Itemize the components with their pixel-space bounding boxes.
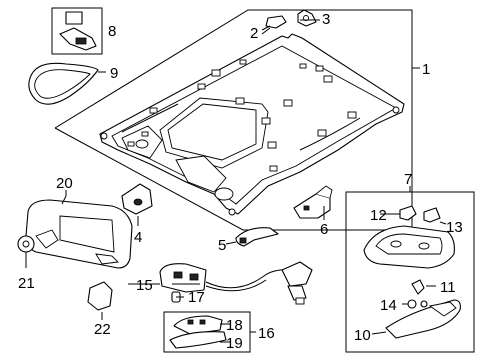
- part-22-cover: [87, 281, 113, 320]
- callout-20: 20: [56, 175, 73, 192]
- callout-7: 7: [404, 171, 412, 188]
- callout-11: 11: [440, 279, 456, 296]
- headliner-panel: [99, 33, 405, 216]
- callout-18: 18: [226, 317, 243, 334]
- callout-13: 13: [446, 219, 463, 236]
- callout-3: 3: [322, 11, 330, 28]
- callout-10: 10: [354, 327, 371, 344]
- callout-1: 1: [422, 61, 430, 78]
- callout-15: 15: [136, 277, 153, 294]
- headliner-boundary: [54, 9, 420, 231]
- callout-22: 22: [94, 321, 111, 338]
- part-6-bracket: [293, 185, 333, 220]
- part-9-seal: [28, 62, 106, 105]
- callout-21: 21: [18, 275, 35, 292]
- callout-17: 17: [188, 289, 205, 306]
- callout-4: 4: [134, 229, 142, 246]
- part-3-clip: [297, 9, 317, 27]
- part-20-sunvisor: [25, 195, 133, 269]
- part-5-grab-handle: [225, 227, 279, 247]
- part-4-bracket: [121, 183, 153, 226]
- part-21-clip: [17, 235, 35, 268]
- callout-14: 14: [380, 297, 397, 314]
- part-8-clip: [51, 7, 103, 55]
- callout-9: 9: [110, 65, 118, 82]
- leader-lines: [65, 19, 447, 343]
- part-16-lamp-group: [163, 311, 256, 353]
- callout-19: 19: [226, 335, 243, 352]
- part-2-clip: [261, 15, 287, 31]
- callout-8: 8: [108, 23, 116, 40]
- callout-6: 6: [320, 221, 328, 238]
- callout-2: 2: [250, 25, 258, 42]
- part-15-map-lamp: [159, 261, 313, 305]
- callout-12: 12: [370, 207, 387, 224]
- callout-5: 5: [218, 237, 226, 254]
- part-7-console-group: [345, 186, 475, 353]
- callout-16: 16: [258, 325, 275, 342]
- callout-labels: 1 2 3 4 5 6 7 8 9 10 11 12 13 14 15 16 1…: [18, 11, 463, 352]
